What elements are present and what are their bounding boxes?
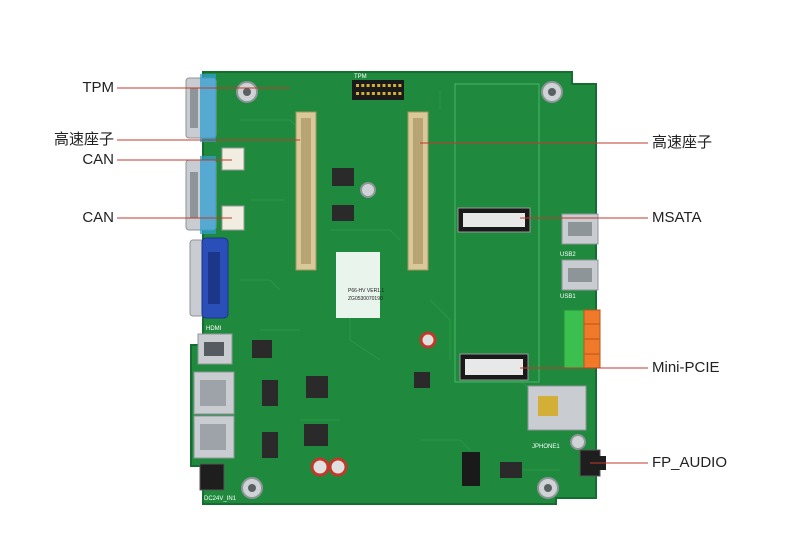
msata-slot — [457, 207, 531, 233]
chip — [414, 372, 430, 388]
chip — [306, 376, 328, 398]
label-minipcie: Mini-PCIE — [652, 359, 720, 376]
capacitor — [310, 457, 330, 477]
silk-tpm: TPM — [354, 74, 367, 80]
mount-hole-center — [548, 88, 556, 96]
dc-jack — [199, 463, 225, 491]
tpm-pin — [377, 84, 381, 87]
front-panel-header — [462, 452, 480, 486]
mount-hole — [360, 182, 376, 198]
silk-hdmi: HDMI — [206, 326, 222, 332]
tpm-pin — [371, 92, 375, 95]
capacitor — [419, 331, 437, 349]
daughter-board-region — [454, 83, 540, 383]
chip — [252, 340, 272, 358]
tpm-pin — [366, 92, 370, 95]
mount-hole-center — [248, 484, 256, 492]
mount-hole-center — [243, 88, 251, 96]
mount-hole-center — [544, 484, 552, 492]
silk-dcin: DC24V_IN1 — [204, 496, 237, 502]
silk-usb1: USB1 — [560, 294, 576, 300]
db9-port-top — [185, 74, 217, 142]
tpm-pin — [398, 92, 402, 95]
lan-port-bottom — [193, 415, 235, 459]
pcb-outline — [190, 71, 597, 505]
high-speed-socket-right — [407, 111, 429, 271]
tpm-pin — [393, 92, 397, 95]
label-fpaudio: FP_AUDIO — [652, 454, 728, 471]
tpm-header — [352, 80, 404, 100]
callout-lines — [117, 87, 648, 464]
hdmi-port — [197, 333, 233, 365]
silk-code: ZG0530070190 — [348, 296, 383, 302]
silkscreen-text: TPM USB2 USB1 HDMI DC24V_IN1 JPHONE1 P66… — [204, 74, 576, 502]
silkscreen-block — [336, 252, 380, 318]
chips — [252, 168, 522, 478]
tpm-pin — [382, 84, 386, 87]
db9-port-bottom — [185, 156, 217, 234]
label-can2: CAN — [82, 209, 114, 226]
sim-slot — [527, 385, 587, 431]
terminal-block — [563, 309, 601, 369]
usb-port-top — [561, 213, 599, 245]
tpm-pin — [398, 84, 402, 87]
chip — [262, 380, 278, 406]
can-connector-1 — [221, 147, 245, 171]
chip — [304, 424, 328, 446]
tpm-pin — [356, 92, 359, 95]
tpm-pin — [387, 92, 391, 95]
pcb-traces — [240, 90, 560, 471]
chip — [500, 462, 522, 478]
tpm-pin — [382, 92, 386, 95]
minipcie-slot — [459, 353, 529, 381]
vga-port — [189, 237, 229, 319]
label-can1: CAN — [82, 151, 114, 168]
tpm-pin — [361, 92, 365, 95]
tpm-pin — [377, 92, 381, 95]
tpm-pin — [366, 84, 370, 87]
high-speed-socket-left — [295, 111, 317, 271]
label-hs-right: 高速座子 — [652, 134, 713, 151]
chip — [262, 432, 278, 458]
tpm-pin — [387, 84, 391, 87]
tpm-pin — [361, 84, 365, 87]
usb-port-bottom — [561, 259, 599, 291]
capacitors — [310, 331, 437, 477]
pcb-board — [190, 71, 597, 505]
capacitor — [328, 457, 348, 477]
silk-model: P66-HV VER1.1 — [348, 288, 384, 294]
lan-port-top — [193, 371, 235, 415]
label-tpm: TPM — [82, 79, 114, 96]
mount-hole — [570, 434, 586, 450]
chip — [332, 205, 354, 221]
label-hs-left: 高速座子 — [53, 131, 114, 148]
silk-jphone: JPHONE1 — [532, 444, 560, 450]
tpm-pin — [356, 84, 359, 87]
silk-usb2: USB2 — [560, 252, 576, 258]
label-msata: MSATA — [652, 209, 702, 226]
chip — [332, 168, 354, 186]
tpm-pin — [393, 84, 397, 87]
tpm-pin — [371, 84, 375, 87]
mounting-holes — [236, 81, 586, 499]
